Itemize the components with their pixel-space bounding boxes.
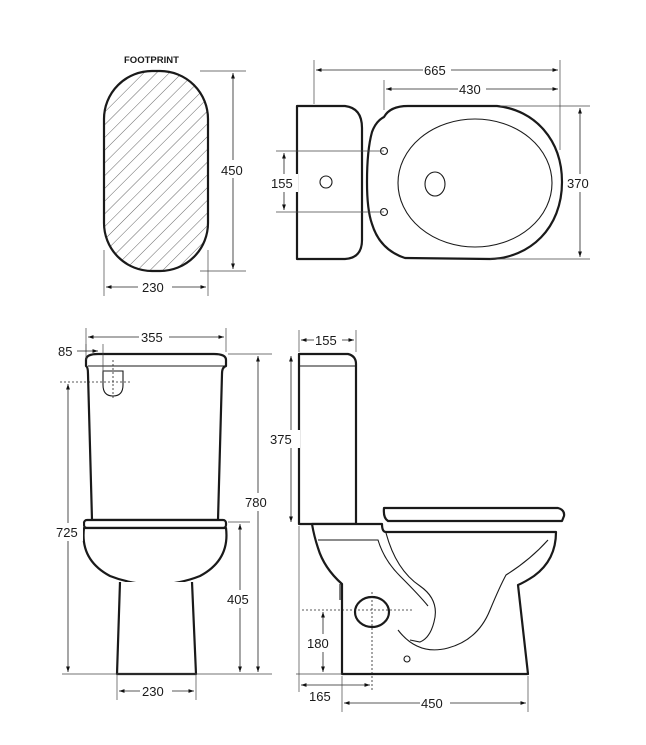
side-view: 155 375 180 165 450 <box>270 330 566 712</box>
plan-bolt-spacing-label: 155 <box>271 176 293 191</box>
plan-seat-length-label: 430 <box>459 82 481 97</box>
front-cistern <box>84 352 228 522</box>
plan-bowl-outline <box>365 104 564 261</box>
plan-overall-length-label: 665 <box>424 63 446 78</box>
side-cistern-depth-label: 155 <box>315 333 337 348</box>
front-pedestal <box>115 581 198 676</box>
front-inlet-height-label: 725 <box>56 525 78 540</box>
front-bowl <box>82 526 228 587</box>
footprint-view: FOOTPRINT 450 230 <box>102 55 248 296</box>
side-pan-length-label: 450 <box>421 696 443 711</box>
front-cistern-width-label: 355 <box>141 330 163 345</box>
footprint-height-label: 450 <box>221 163 243 178</box>
front-pan-height-label: 405 <box>227 592 249 607</box>
plan-bowl-rim <box>397 118 553 248</box>
plan-outlet <box>424 171 446 197</box>
side-fixing-hole <box>403 655 411 663</box>
front-inlet-offset-label: 85 <box>58 344 72 359</box>
side-outlet-setout-label: 165 <box>309 689 331 704</box>
front-view: 355 85 725 780 405 230 <box>55 328 272 700</box>
side-outlet-height-label: 180 <box>307 636 329 651</box>
side-pan <box>310 522 558 676</box>
footprint-shape <box>102 69 210 273</box>
footprint-width-label: 230 <box>142 280 164 295</box>
plan-inlet-hole <box>319 175 333 189</box>
plan-width-label: 370 <box>567 176 589 191</box>
front-seat <box>82 518 228 530</box>
front-base-width-label: 230 <box>142 684 164 699</box>
side-cistern <box>297 352 358 526</box>
plan-cistern <box>295 104 364 261</box>
side-cistern-height-label: 375 <box>270 432 292 447</box>
front-overall-height-label: 780 <box>245 495 267 510</box>
side-seat <box>382 506 566 523</box>
footprint-title: FOOTPRINT <box>124 55 179 66</box>
plan-view: 665 430 155 370 <box>270 60 596 261</box>
